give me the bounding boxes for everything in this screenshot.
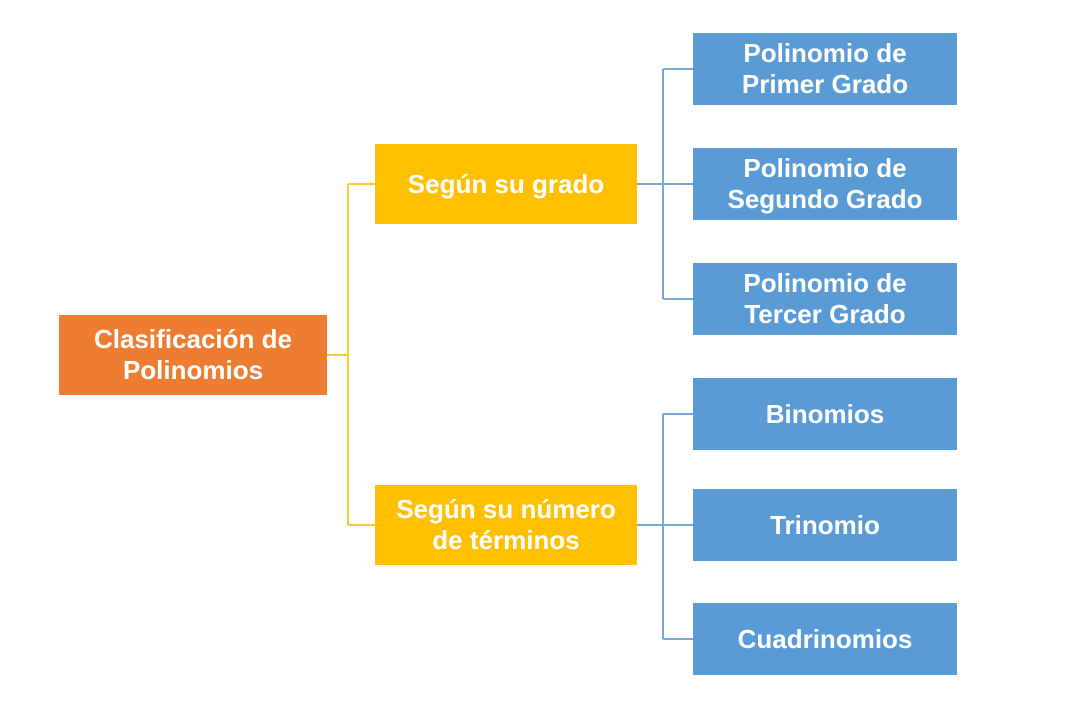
leaf-node-label: Polinomio de Primer Grado	[741, 38, 909, 99]
branch-node-label: Según su número de términos	[396, 494, 616, 555]
branch-node-label: Según su grado	[407, 168, 605, 199]
root-node-clasificacion-de-polinomios: Clasificación de Polinomios	[59, 315, 327, 395]
root-node-label: Clasificación de Polinomios	[94, 324, 292, 385]
branch-node-segun-su-numero-de-terminos: Según su número de términos	[375, 485, 637, 565]
leaf-node-trinomio: Trinomio	[693, 489, 957, 561]
branch1-leaf-connector	[637, 68, 693, 300]
leaf-node-cuadrinomios: Cuadrinomios	[693, 603, 957, 675]
leaf-node-polinomio-primer-grado: Polinomio de Primer Grado	[693, 33, 957, 105]
root-branch-connector	[327, 183, 375, 526]
leaf-node-polinomio-tercer-grado: Polinomio de Tercer Grado	[693, 263, 957, 335]
branch-node-segun-su-grado: Según su grado	[375, 144, 637, 224]
leaf-node-label: Polinomio de Segundo Grado	[727, 153, 923, 214]
leaf-node-label: Cuadrinomios	[737, 623, 913, 654]
branch2-leaf-connector	[637, 413, 693, 640]
leaf-node-label: Trinomio	[770, 509, 880, 540]
leaf-node-polinomio-segundo-grado: Polinomio de Segundo Grado	[693, 148, 957, 220]
leaf-node-label: Polinomio de Tercer Grado	[743, 268, 907, 329]
leaf-node-label: Binomios	[765, 398, 885, 429]
leaf-node-binomios: Binomios	[693, 378, 957, 450]
